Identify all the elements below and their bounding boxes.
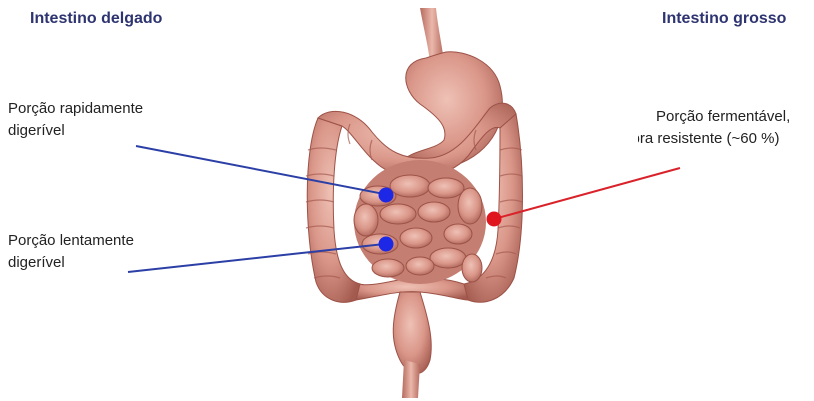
fermentable-label: Porção fermentável, fibra resistente (~6… (638, 106, 814, 150)
rapid-pointer-line (136, 146, 384, 194)
ascending-colon (307, 118, 360, 302)
rapid-digestible-label: Porção rapidamente digerível (8, 98, 208, 142)
slow-label-line2: digerível (8, 254, 65, 271)
slow-label-line1: Porção lentamente (8, 232, 134, 249)
rapid-label-line1: Porção rapidamente (8, 100, 143, 117)
rapid-digestible-marker (379, 188, 394, 203)
slow-digestible-label: Porção lentamente digerível (8, 230, 208, 274)
rapid-label-line2: digerível (8, 122, 65, 139)
large-intestine-heading: Intestino grosso (662, 10, 786, 28)
fermentable-label-line2: fibra resistente (~60 %) (638, 128, 814, 150)
small-intestine (354, 160, 486, 284)
anal-canal (402, 360, 420, 398)
rectum (393, 292, 431, 374)
slow-digestible-marker (379, 237, 394, 252)
fermentable-label-line1: Porção fermentável, (638, 106, 814, 128)
small-intestine-heading: Intestino delgado (30, 10, 162, 28)
fermentable-marker (487, 212, 502, 227)
